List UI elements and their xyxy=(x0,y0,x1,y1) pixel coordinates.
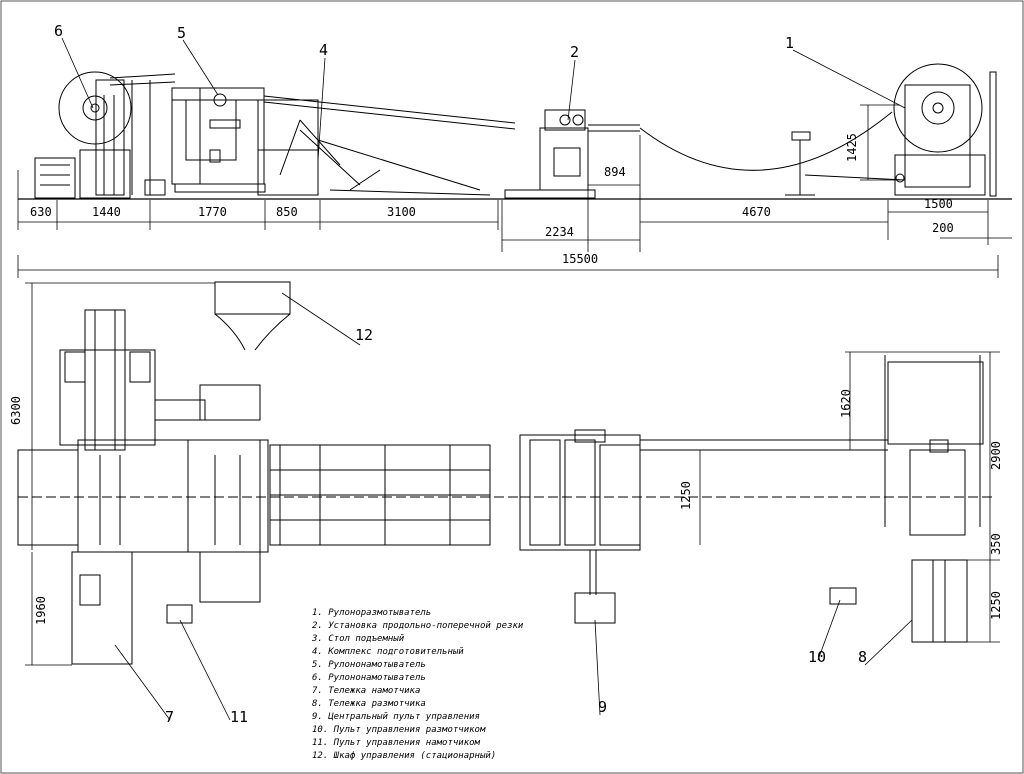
dim-1960: 1960 xyxy=(34,596,48,625)
legend-item-9: 9. Центральный пульт управления xyxy=(312,712,480,722)
dim-1770: 1770 xyxy=(198,205,227,219)
callout-numbers: 1 2 4 5 6 12 7 11 9 10 8 xyxy=(54,22,867,726)
dim-2900: 2900 xyxy=(989,441,1003,470)
dim-350: 350 xyxy=(989,533,1003,555)
callout-11: 11 xyxy=(230,708,248,726)
legend-item-11: 11. Пульт управления намотчиком xyxy=(312,738,481,748)
callout-12: 12 xyxy=(355,326,373,344)
dim-1250-a: 1250 xyxy=(679,481,693,510)
callout-7: 7 xyxy=(165,708,174,726)
legend-item-1: 1. Рулоноразмотыватель xyxy=(312,608,431,618)
table-4-side xyxy=(257,95,516,196)
callout-4: 4 xyxy=(319,41,328,59)
dim-2234: 2234 xyxy=(545,225,574,239)
side-elevation-view xyxy=(17,63,1012,278)
legend-item-2: 2. Установка продольно-поперечной резки xyxy=(312,621,524,631)
console-11 xyxy=(166,604,193,624)
callout-9: 9 xyxy=(598,698,607,716)
slitting-unit-2-side xyxy=(504,109,640,199)
dim-850: 850 xyxy=(276,205,298,219)
uncoiler-1-side xyxy=(804,63,997,197)
dim-1500: 1500 xyxy=(924,197,953,211)
dim-1620: 1620 xyxy=(839,389,853,418)
callout-leaders xyxy=(61,37,913,721)
plan-view xyxy=(17,281,1000,666)
callout-5: 5 xyxy=(177,24,186,42)
console-10 xyxy=(829,587,857,605)
dim-1440: 1440 xyxy=(92,205,121,219)
legend-item-5: 5. Рулононамотыватель xyxy=(312,660,426,670)
legend-item-8: 8. Тележка размотчика xyxy=(312,699,426,709)
legend-item-7: 7. Тележка намотчика xyxy=(312,686,420,696)
dim-894: 894 xyxy=(604,165,626,179)
callout-1: 1 xyxy=(785,34,794,52)
callout-2: 2 xyxy=(570,43,579,61)
dim-4670: 4670 xyxy=(742,205,771,219)
dimension-labels: 630 1440 1770 850 3100 894 2234 4670 150… xyxy=(9,133,1003,625)
dim-3100: 3100 xyxy=(387,205,416,219)
dim-200: 200 xyxy=(932,221,954,235)
callout-10: 10 xyxy=(808,648,826,666)
control-stand-side xyxy=(785,131,815,196)
legend: 1. Рулоноразмотыватель 2. Установка прод… xyxy=(311,608,524,761)
dim-1425: 1425 xyxy=(845,133,859,162)
dim-6300: 6300 xyxy=(9,396,23,425)
carriage-8 xyxy=(911,559,968,643)
dim-row-1 xyxy=(17,104,1012,278)
legend-item-10: 10. Пульт управления размотчиком xyxy=(312,725,486,735)
callout-6: 6 xyxy=(54,22,63,40)
dim-630: 630 xyxy=(30,205,52,219)
carriage-7 xyxy=(71,551,133,665)
dim-1250-b: 1250 xyxy=(989,591,1003,620)
legend-item-4: 4. Комплекс подготовительный xyxy=(312,647,464,657)
legend-item-6: 6. Рулононамотыватель xyxy=(312,673,426,683)
callout-8: 8 xyxy=(858,648,867,666)
dim-15500: 15500 xyxy=(562,252,598,266)
recoiler-6-side xyxy=(34,71,176,199)
plan-dims xyxy=(25,282,1000,666)
legend-item-12: 12. Шкаф управления (стационарный) xyxy=(312,751,496,761)
legend-item-3: 3. Стол подъемный xyxy=(311,634,405,644)
preparatory-complex-5-side xyxy=(171,87,266,193)
